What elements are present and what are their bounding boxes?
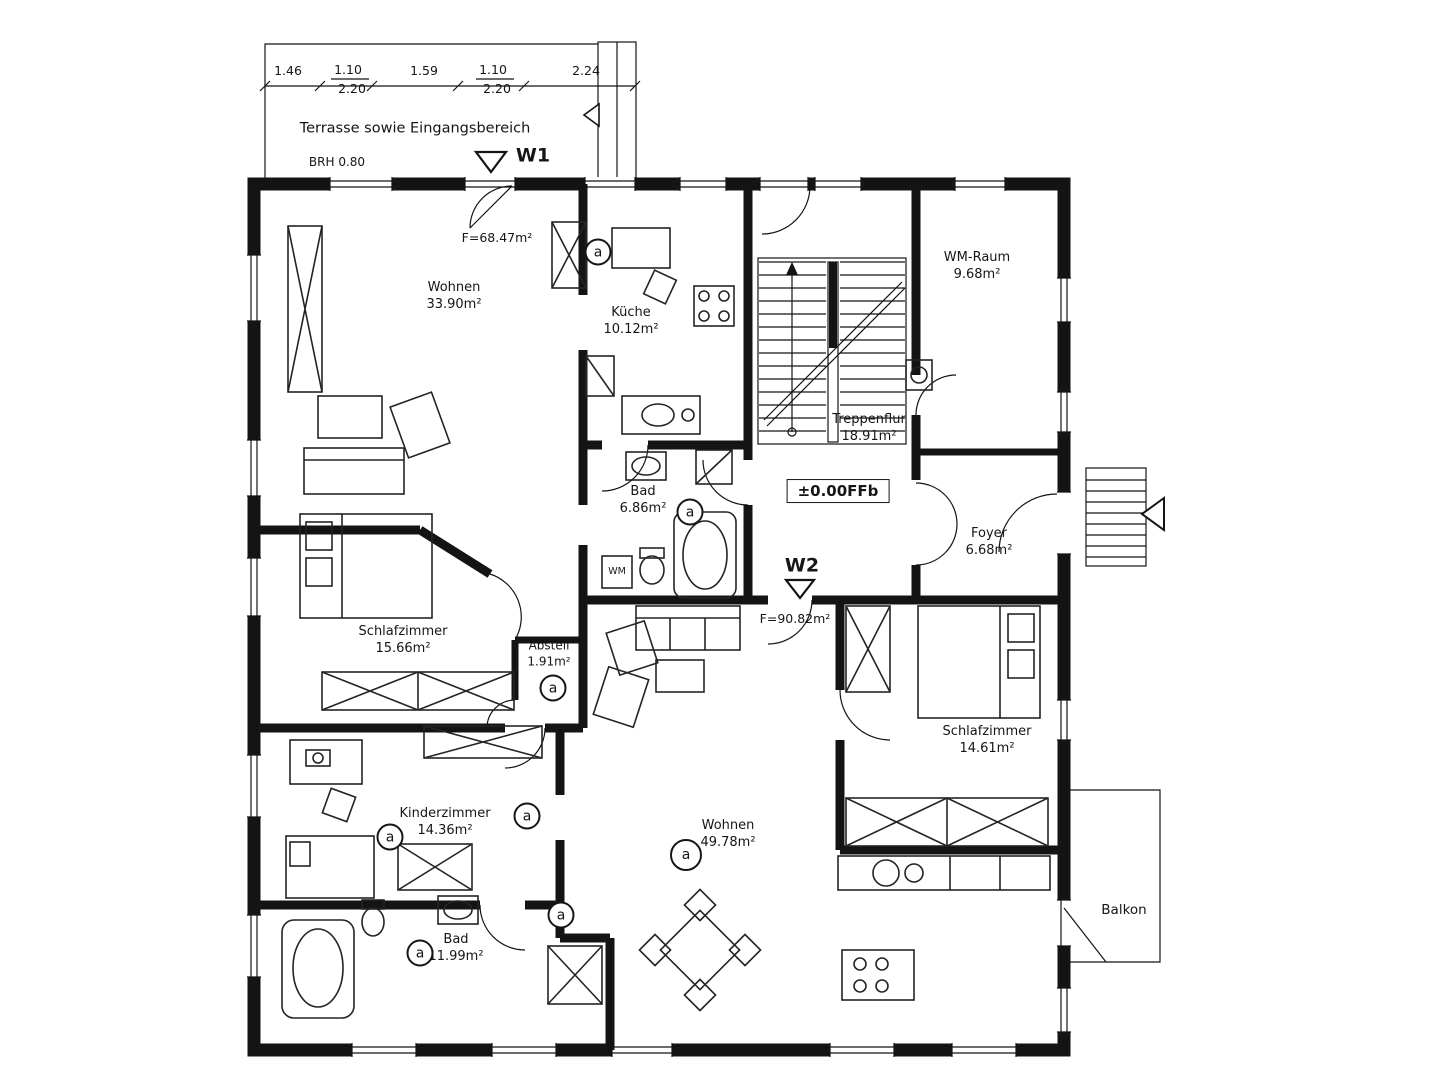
furniture-wmraum [905, 359, 933, 391]
stairs [757, 257, 907, 445]
room-name: Schlafzimmer [942, 724, 1032, 740]
room-name: Küche [611, 305, 651, 321]
marker-a-letter: a [548, 680, 558, 696]
apartment-w1-area: F=68.47m² [461, 229, 533, 245]
room-area: 6.86m² [619, 501, 667, 516]
room-area: 33.90m² [426, 297, 482, 312]
dim-2b: 2.20 [338, 80, 366, 96]
apartment-w2-area: F=90.82m² [759, 610, 831, 626]
dim-2: 1.10 [334, 61, 362, 77]
room-area: 11.99m² [428, 949, 484, 964]
room-label-wohnen-w1: Wohnen 33.90m² [426, 280, 481, 314]
marker-a-letter: a [522, 808, 532, 824]
marker-a-7: a [547, 901, 575, 929]
balcony-outline [1063, 789, 1161, 963]
room-name: Abstell [528, 638, 570, 653]
marker-a-2: a [676, 498, 704, 526]
exterior-stairs [1085, 467, 1165, 567]
room-area: 14.61m² [959, 741, 1015, 756]
room-name: WM-Raum [943, 250, 1011, 266]
room-label-balkon: Balkon [1101, 902, 1147, 919]
terrace-outline [259, 41, 641, 179]
furniture-wohnen1 [287, 225, 451, 495]
interior-walls [254, 184, 1064, 1050]
furniture-schlafzimmer1 [299, 513, 515, 711]
room-label-schlafzimmer-w1: Schlafzimmer 15.66m² [359, 624, 448, 658]
room-area: 15.66m² [375, 641, 431, 656]
room-label-kueche: Küche 10.12m² [603, 305, 658, 339]
brh-label: BRH 0.80 [308, 155, 366, 170]
room-name: Wohnen [701, 818, 755, 834]
marker-a-letter: a [681, 847, 691, 863]
room-label-wohnen-w2: Wohnen 49.78m² [700, 818, 755, 852]
furniture-bad2 [281, 895, 603, 1019]
w2-marker-icon [783, 578, 817, 600]
room-name: Bad [443, 932, 469, 948]
room-label-abstell: Abstell 1.91m² [527, 638, 570, 669]
marker-a-1: a [584, 238, 612, 266]
level-marker-value: ±0.00FFb [786, 479, 890, 504]
outer-walls [247, 177, 1071, 1057]
room-label-kinderzimmer: Kinderzimmer 14.36m² [399, 806, 490, 840]
room-label-bad-lower: Bad 11.99m² [428, 932, 483, 966]
dim-1: 1.46 [274, 62, 302, 78]
room-area: 49.78m² [700, 835, 756, 850]
apartment-w2-label: W2 [784, 554, 820, 577]
room-label-treppenflur: Treppenflur 18.91m² [832, 412, 906, 446]
marker-a-letter: a [556, 907, 566, 923]
furniture-bad1 [601, 449, 737, 599]
windows-right [1057, 277, 1071, 1033]
room-area: 10.12m² [603, 322, 659, 337]
marker-a-8: a [406, 939, 434, 967]
room-name: Kinderzimmer [399, 806, 491, 822]
room-area: 9.68m² [953, 267, 1001, 282]
entry-arrow-icon [582, 102, 600, 128]
terrace-label: Terrasse sowie Eingangsbereich [299, 120, 531, 137]
furniture-wohnen2 [592, 605, 1051, 1012]
room-label-foyer: Foyer 6.68m² [966, 526, 1013, 560]
room-label-schlafzimmer-w2: Schlafzimmer 14.61m² [943, 724, 1032, 758]
room-label-wmraum: WM-Raum 9.68m² [944, 250, 1010, 284]
wm-appliance-label: WM [608, 565, 626, 577]
room-area: 1.91m² [527, 654, 571, 668]
room-label-bad-w1: Bad 6.86m² [620, 484, 667, 518]
windows-top [329, 177, 1006, 191]
room-name: Foyer [970, 526, 1008, 542]
dim-4: 1.10 [479, 61, 507, 77]
dim-3: 1.59 [410, 62, 438, 78]
windows-bottom [351, 1043, 1017, 1057]
room-area: 14.36m² [417, 823, 473, 838]
furniture-kinderzimmer [285, 725, 543, 899]
room-name: Wohnen [427, 280, 481, 296]
furniture-schlafzimmer2 [845, 605, 1049, 847]
room-name: Treppenflur [832, 412, 906, 428]
marker-a-6: a [670, 839, 702, 871]
room-area: 18.91m² [841, 429, 897, 444]
marker-a-5: a [376, 823, 404, 851]
windows-left [247, 254, 261, 978]
dim-4b: 2.20 [483, 80, 511, 96]
room-name: Schlafzimmer [358, 624, 448, 640]
marker-a-letter: a [685, 504, 695, 520]
door-swings [469, 185, 1058, 951]
marker-a-letter: a [593, 244, 603, 260]
w1-marker-icon [473, 150, 509, 174]
level-marker: ±0.00FFb [786, 479, 890, 504]
furniture-kueche [551, 221, 735, 435]
dim-5: 2.24 [572, 62, 600, 78]
room-area: 6.68m² [965, 543, 1013, 558]
marker-a-letter: a [385, 829, 395, 845]
apartment-w1-label: W1 [515, 144, 551, 167]
marker-a-letter: a [415, 945, 425, 961]
room-name: Bad [630, 484, 656, 500]
entry-arrow-right-icon [1140, 496, 1165, 532]
marker-a-4: a [513, 802, 541, 830]
marker-a-3: a [539, 674, 567, 702]
